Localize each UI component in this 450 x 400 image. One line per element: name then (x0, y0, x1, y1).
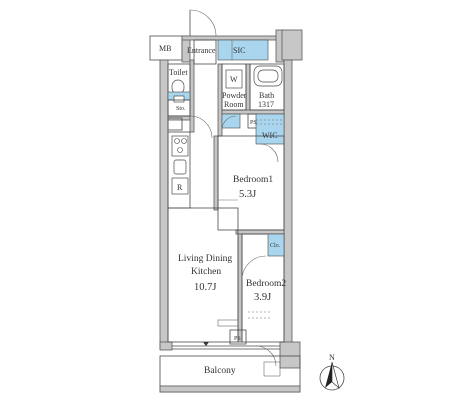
powder-room-label-1: Powder (222, 91, 247, 100)
ldk-label-1: Living Dining (178, 254, 232, 264)
stove (171, 135, 189, 157)
bedroom2-area (241, 233, 285, 343)
bedroom1-size: 5.3J (239, 189, 256, 200)
ps-upper-label: PS (250, 120, 257, 126)
bath-label-1: Bath (259, 91, 274, 100)
mb-box (149, 35, 183, 61)
ldk-label-2: Kitchen (191, 267, 221, 277)
powder-room-label-2: Room (224, 100, 244, 109)
balcony (159, 355, 301, 393)
toilet-label: Toilet (169, 68, 188, 77)
closet-label: Clo. (270, 243, 281, 249)
mb-label: MB (159, 44, 171, 53)
bedroom1-area (217, 135, 285, 231)
closet (267, 233, 285, 257)
bedroom1-label: Bedroom1 (233, 175, 273, 185)
wic-label: WIC (262, 131, 278, 140)
bath-label-2: 1317 (258, 100, 274, 109)
sink (173, 159, 187, 175)
bedroom2-label: Bedroom2 (246, 279, 286, 289)
ps-lower-label: PS (234, 336, 241, 342)
balcony-label: Balcony (204, 366, 236, 376)
entrance-label: Entrance (187, 46, 216, 55)
washer (225, 69, 243, 89)
wic (255, 113, 285, 163)
bedroom2-size: 3.9J (254, 292, 271, 303)
sic-label: SIC (233, 46, 245, 55)
north-arrow (319, 361, 345, 391)
room-labels: MB Entrance SIC Toilet W Powder Room Bat… (159, 44, 335, 376)
entrance-door (189, 9, 217, 37)
sto-label: Sto. (176, 106, 186, 112)
washer-label: W (230, 75, 238, 84)
bath-room (249, 63, 285, 111)
north-label: N (329, 353, 335, 362)
sto-storage (167, 99, 191, 117)
refrigerator (171, 177, 189, 195)
ldk-size: 10.7J (194, 282, 216, 293)
powder-room (221, 63, 247, 131)
kitchen (167, 131, 191, 209)
refrigerator-label: R (177, 183, 183, 192)
sic-storage (217, 39, 269, 61)
